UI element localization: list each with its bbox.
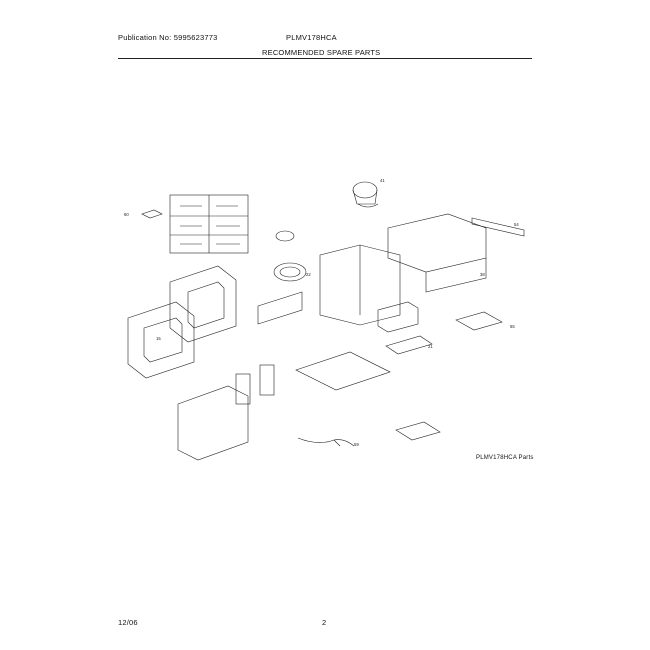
svg-text:22: 22: [306, 272, 311, 277]
grease-filter-part: [455, 311, 503, 331]
exploded-parts-diagram: 60 41 54 38 22 65 21 59 15: [124, 178, 525, 461]
svg-text:15: 15: [156, 336, 161, 341]
turntable-part: [273, 262, 307, 282]
svg-text:41: 41: [380, 178, 385, 183]
control-panel-part: [177, 385, 249, 461]
bracket-part: [141, 209, 163, 219]
header-rule: [118, 58, 532, 59]
diagram-caption: PLMV178HCA Parts: [476, 455, 534, 461]
svg-text:59: 59: [354, 442, 359, 447]
cabinet-top-part: [387, 213, 487, 273]
section-title: RECOMMENDED SPARE PARTS: [262, 48, 381, 57]
capacitor-part: [385, 335, 433, 355]
publication-number: Publication No: 5995623773: [118, 33, 218, 42]
svg-text:21: 21: [428, 344, 433, 349]
roller-ring-part: [275, 230, 295, 242]
svg-text:38: 38: [480, 272, 485, 277]
door-frame-part: [169, 265, 237, 343]
power-cord-part: [297, 437, 355, 447]
callout-numbers: 60 41 54 38 22 65 21 59 15: [124, 178, 519, 447]
base-plate-part: [295, 351, 391, 391]
rail-part: [471, 217, 525, 237]
control-board-part: [235, 373, 251, 405]
page-number: 2: [322, 618, 327, 627]
charcoal-filter-part: [395, 421, 441, 441]
model-number: PLMV178HCA: [286, 33, 337, 42]
footer-date: 12/06: [118, 618, 138, 627]
svg-text:60: 60: [124, 212, 129, 217]
screw-legend-inset: [169, 194, 249, 254]
svg-text:65: 65: [510, 324, 515, 329]
fan-motor-part: [352, 181, 379, 208]
door-part: [127, 301, 195, 379]
transformer-part: [377, 301, 419, 333]
choke-part: [257, 291, 303, 325]
svg-text:54: 54: [514, 222, 519, 227]
